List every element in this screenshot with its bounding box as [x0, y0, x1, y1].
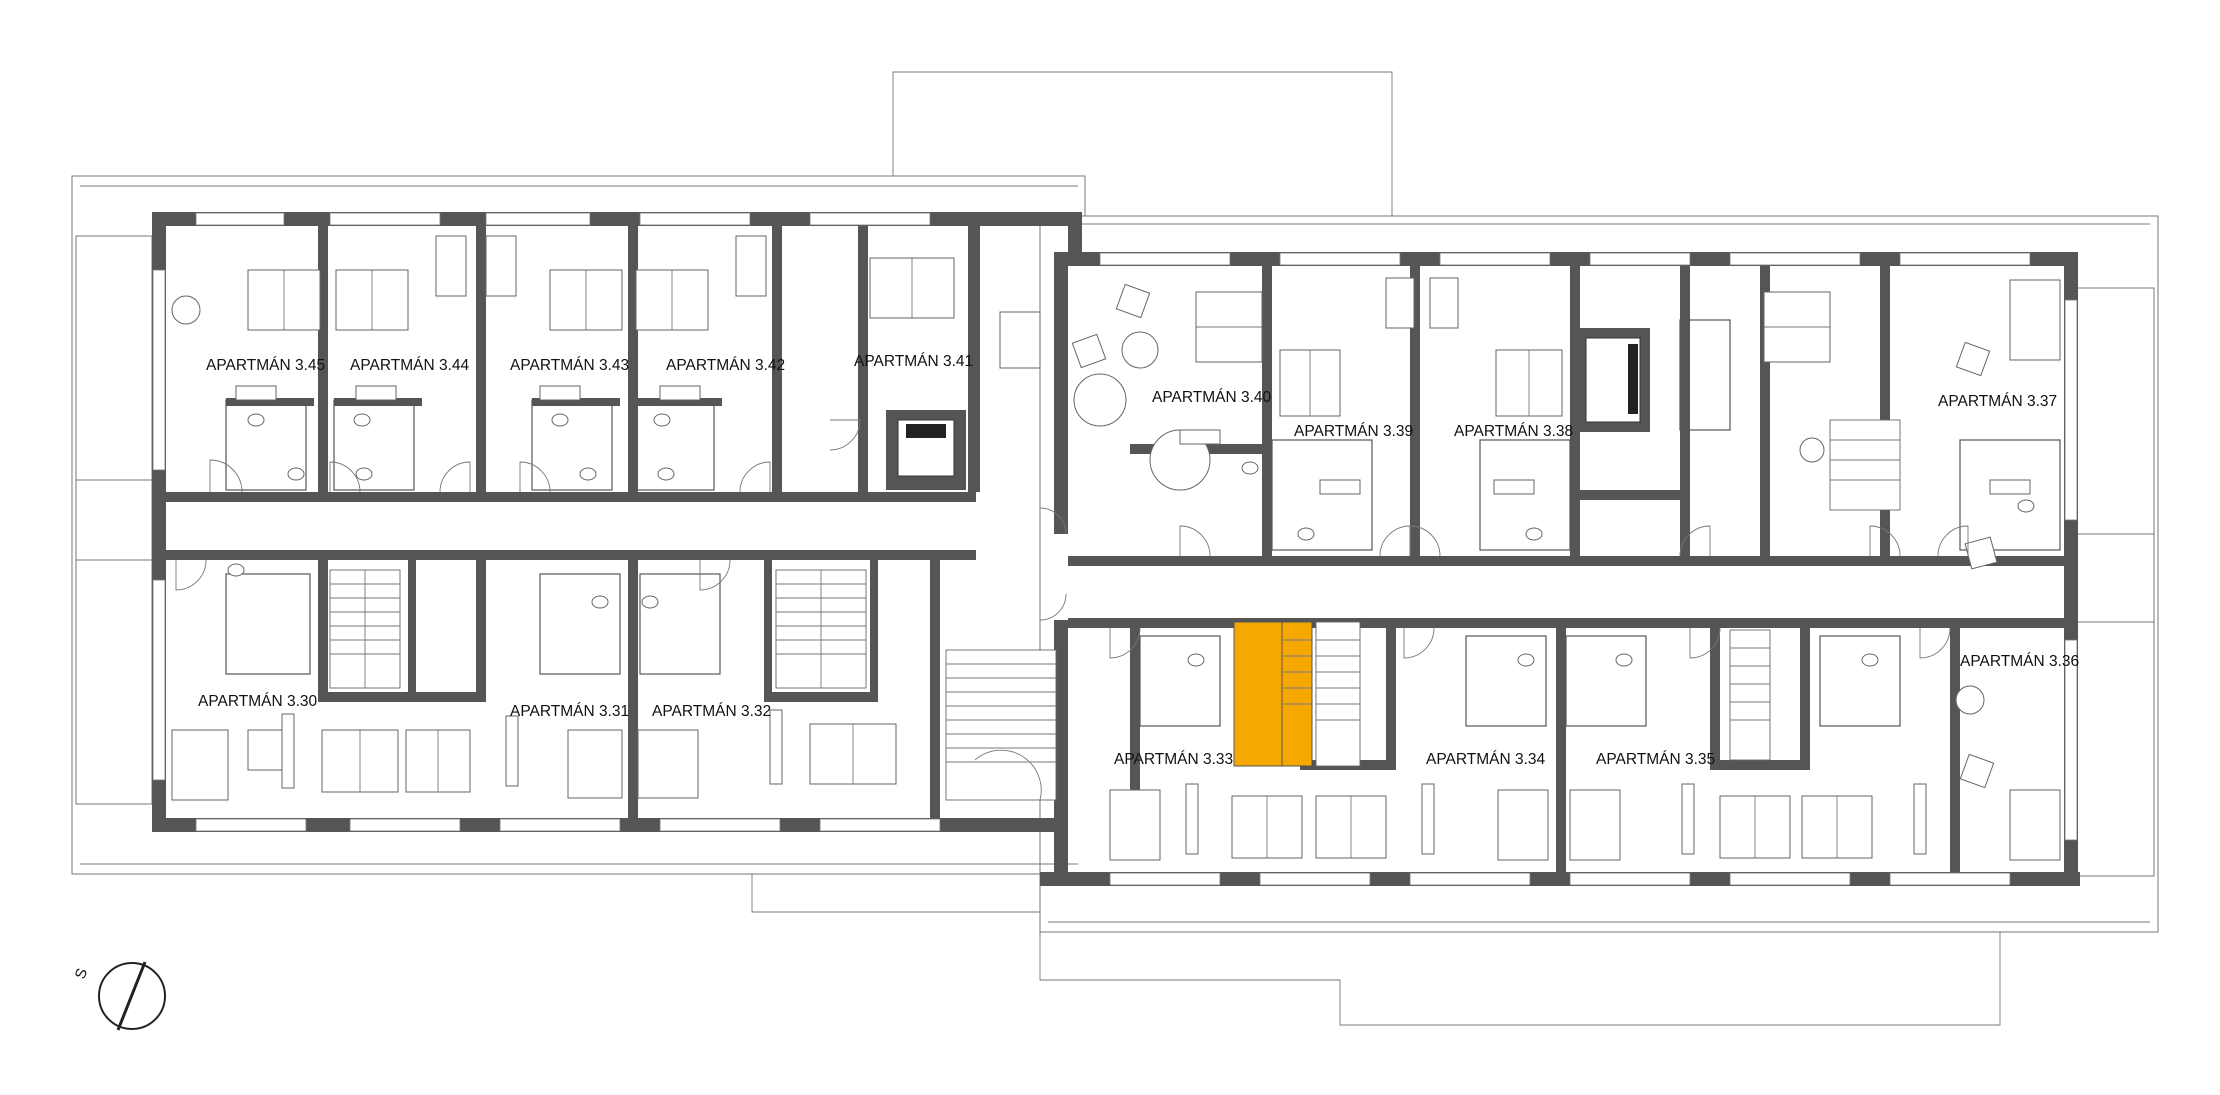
apartment-label: APARTMÁN 3.31	[510, 703, 629, 720]
apartment-label: APARTMÁN 3.41	[854, 353, 973, 370]
stair-3-35	[1729, 629, 1771, 761]
apartment-label: APARTMÁN 3.44	[350, 357, 470, 374]
apartment-labels: APARTMÁN 3.45 APARTMÁN 3.44 APARTMÁN 3.4…	[198, 353, 2079, 768]
stair-3-33b	[1315, 621, 1361, 767]
apartment-label: APARTMÁN 3.33	[1114, 751, 1233, 768]
apartment-label: APARTMÁN 3.39	[1294, 423, 1413, 440]
furniture	[171, 235, 2061, 861]
apartment-label: APARTMÁN 3.38	[1454, 423, 1573, 440]
bathroom-fixtures	[227, 385, 2035, 667]
apartment-label: APARTMÁN 3.37	[1938, 393, 2057, 410]
north-arrow-letter: S	[72, 966, 91, 981]
stair-left-2	[775, 569, 867, 689]
apartment-label: APARTMÁN 3.45	[206, 357, 325, 374]
apartment-label: APARTMÁN 3.36	[1960, 653, 2079, 670]
stair-3-37	[1829, 419, 1901, 511]
apartment-label: APARTMÁN 3.34	[1426, 751, 1546, 768]
doors	[175, 419, 1969, 659]
main-stair	[945, 649, 1057, 801]
north-arrow-icon: S	[72, 961, 166, 1031]
stair-highlight-flight	[1281, 621, 1313, 767]
apartment-label: APARTMÁN 3.40	[1152, 389, 1272, 406]
apartment-label: APARTMÁN 3.42	[666, 357, 785, 374]
staircases	[329, 419, 1901, 801]
elevators	[886, 319, 1731, 490]
stair-left-1	[329, 569, 401, 689]
apartment-label: APARTMÁN 3.43	[510, 357, 629, 374]
apartment-label: APARTMÁN 3.35	[1596, 751, 1715, 768]
apartment-label: APARTMÁN 3.30	[198, 693, 318, 710]
apartment-label: APARTMÁN 3.32	[652, 703, 771, 720]
stair-highlighted-3-33	[1233, 621, 1313, 767]
windows	[152, 212, 2078, 886]
